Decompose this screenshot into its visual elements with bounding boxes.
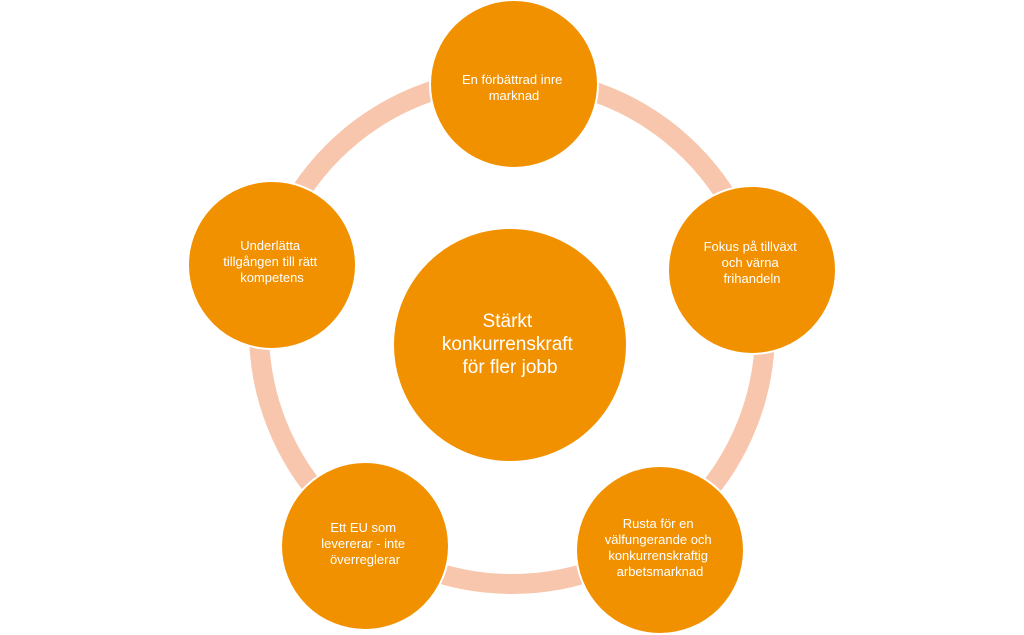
center-node: Stärkt konkurrenskraft för fler jobb [392,227,628,463]
center-circle [392,227,628,463]
node-circle [187,180,357,350]
center-label-line: för fler jobb [462,357,557,378]
node-label: Rusta för en välfungerande och konkurren… [605,516,716,579]
center-label: Stärkt konkurrenskraft för fler jobb [442,311,578,378]
node-circle [280,461,450,631]
center-label-line: konkurrenskraft [442,334,574,355]
node-label-line: tillgången till rätt [223,254,317,269]
node-circle [429,0,599,169]
node-label-line: En förbättrad inre [462,72,562,87]
node-label-line: Fokus på tillväxt [704,239,798,254]
node-label-line: marknad [489,88,540,103]
node-label-line: och värna [722,255,780,270]
node-top: En förbättrad inre marknad [429,0,599,169]
node-label-line: levererar - inte [321,536,405,551]
node-circle [575,465,745,635]
node-label-line: Ett EU som [330,520,396,535]
node-label-line: kompetens [240,270,304,285]
node-label-line: Rusta för en [623,516,694,531]
node-label: Underlätta tillgången till rätt kompeten… [223,238,321,285]
node-right: Fokus på tillväxt och värna frihandeln [667,185,837,355]
node-label: Ett EU som levererar - inte överreglerar [321,520,408,567]
node-label: Fokus på tillväxt och värna frihandeln [704,239,801,286]
node-label-line: överreglerar [330,552,401,567]
node-label-line: Underlätta [240,238,301,253]
node-label-line: konkurrenskraftig [608,548,708,563]
node-circle [667,185,837,355]
node-label-line: välfungerande och [605,532,712,547]
node-bottom-left: Ett EU som levererar - inte överreglerar [280,461,450,631]
node-bottom-right: Rusta för en välfungerande och konkurren… [575,465,745,635]
node-label-line: arbetsmarknad [617,564,704,579]
node-left: Underlätta tillgången till rätt kompeten… [187,180,357,350]
center-label-line: Stärkt [483,311,533,332]
node-label-line: frihandeln [723,271,780,286]
node-label: En förbättrad inre marknad [462,72,566,103]
